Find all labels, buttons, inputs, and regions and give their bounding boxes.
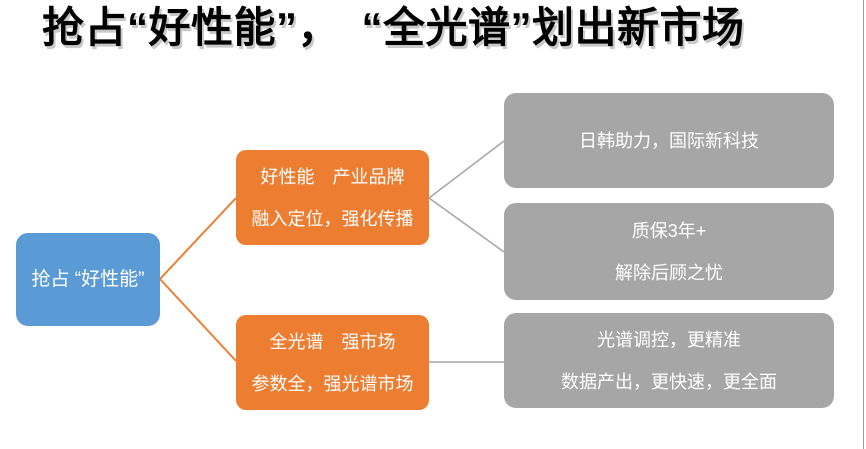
node-branch-2-line-1: 全光谱 强市场 — [269, 331, 396, 352]
connector-branch1-leaf2 — [428, 197, 505, 253]
node-root: 抢占 “好性能” — [16, 233, 160, 326]
node-leaf-3-line-1: 光谱调控，更精准 — [597, 329, 741, 350]
node-leaf-1-line-1: 日韩助力，国际新科技 — [579, 130, 759, 151]
node-leaf-2: 质保3年+ 解除后顾之忧 — [504, 203, 834, 300]
node-root-label: 抢占 “好性能” — [31, 268, 145, 290]
node-branch-2: 全光谱 强市场 参数全，强光谱市场 — [236, 315, 429, 410]
node-branch-1-line-1: 好性能 产业品牌 — [260, 166, 405, 187]
node-leaf-3-line-2: 数据产出，更快速，更全面 — [561, 371, 777, 392]
slide-right-border — [863, 0, 864, 449]
node-leaf-1: 日韩助力，国际新科技 — [504, 93, 834, 188]
connector-branch1-leaf1 — [428, 140, 505, 199]
node-leaf-3: 光谱调控，更精准 数据产出，更快速，更全面 — [504, 313, 834, 408]
slide-title: 抢占“好性能”， “全光谱”划出新市场 — [42, 4, 745, 51]
node-leaf-2-line-2: 解除后顾之忧 — [615, 262, 723, 283]
node-leaf-2-line-1: 质保3年+ — [631, 220, 707, 241]
connector-root-branch1 — [159, 197, 237, 280]
node-branch-1-line-2: 融入定位，强化传播 — [251, 208, 414, 229]
node-branch-2-line-2: 参数全，强光谱市场 — [251, 373, 414, 394]
connector-root-branch2 — [159, 278, 237, 362]
node-branch-1: 好性能 产业品牌 融入定位，强化传播 — [236, 150, 429, 245]
